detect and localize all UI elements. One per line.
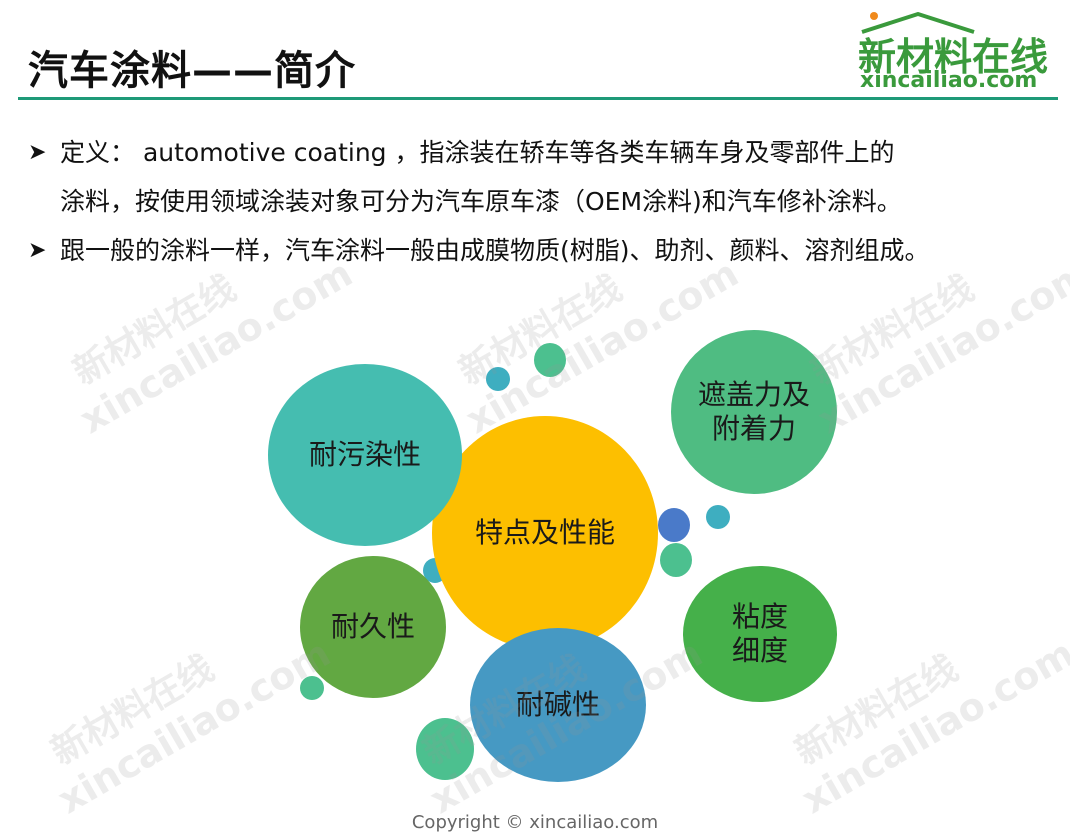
logo-roof-icon: [861, 12, 975, 34]
deco-bubble: [486, 367, 510, 391]
deco-bubble: [416, 718, 474, 780]
page-title: 汽车涂料——简介: [28, 48, 356, 94]
property-label: 耐久性: [330, 610, 415, 643]
bullet-text-line: 定义： automotive coating ，指涂装在轿车等各类车辆车身及零部…: [60, 138, 895, 167]
bullet-arrow-icon: ➤: [28, 140, 47, 165]
logo-text-cn: 新材料在线: [858, 35, 1049, 79]
property-label: 耐污染性: [308, 438, 421, 471]
brand-logo: 新材料在线 xincailiao.com: [858, 8, 1058, 93]
logo-text-en: xincailiao.com: [860, 68, 1038, 93]
bullet-text-line: 跟一般的涂料一样，汽车涂料一般由成膜物质(树脂)、助剂、颜料、溶剂组成。: [60, 236, 930, 265]
property-label: 细度: [731, 634, 788, 667]
watermark: 新材料在线 xincailiao.com: [40, 586, 338, 822]
center-bubble: 特点及性能: [432, 416, 658, 650]
watermark-en: xincailiao.com: [794, 630, 1070, 823]
watermark-en: xincailiao.com: [50, 630, 338, 823]
deco-bubble: [658, 508, 690, 542]
watermark-en: xincailiao.com: [810, 250, 1070, 443]
property-label: 附着力: [711, 412, 796, 445]
definition-bullets: ➤ 定义： automotive coating ，指涂装在轿车等各类车辆车身及…: [28, 128, 1058, 275]
property-bubble-alkali-resistance: 耐碱性: [470, 628, 646, 782]
bullet-text-line: 涂料，按使用领域涂装对象可分为汽车原车漆（OEM涂料)和汽车修补涂料。: [60, 187, 902, 216]
deco-bubble: [660, 543, 692, 577]
property-bubble-stain-resistance: 耐污染性: [268, 364, 462, 546]
property-label: 粘度: [731, 600, 788, 633]
property-label: 耐碱性: [515, 688, 600, 721]
title-divider: [18, 97, 1058, 100]
bullet-definition: ➤ 定义： automotive coating ，指涂装在轿车等各类车辆车身及…: [28, 128, 1058, 226]
copyright-footer: Copyright © xincailiao.com: [411, 812, 659, 833]
deco-bubble: [706, 505, 730, 529]
deco-bubble: [534, 343, 566, 377]
property-bubble-hiding-adhesion: 遮盖力及 附着力: [671, 330, 837, 494]
property-bubble-durability: 耐久性: [300, 556, 446, 698]
bullet-composition: ➤ 跟一般的涂料一样，汽车涂料一般由成膜物质(树脂)、助剂、颜料、溶剂组成。: [28, 226, 1058, 275]
deco-bubble: [300, 676, 324, 700]
watermark-cn: 新材料在线: [44, 647, 221, 774]
property-label: 遮盖力及: [697, 378, 810, 411]
bullet-arrow-icon: ➤: [28, 238, 47, 263]
center-bubble-label: 特点及性能: [474, 516, 615, 549]
property-bubble-viscosity-fineness: 粘度 细度: [683, 566, 837, 702]
